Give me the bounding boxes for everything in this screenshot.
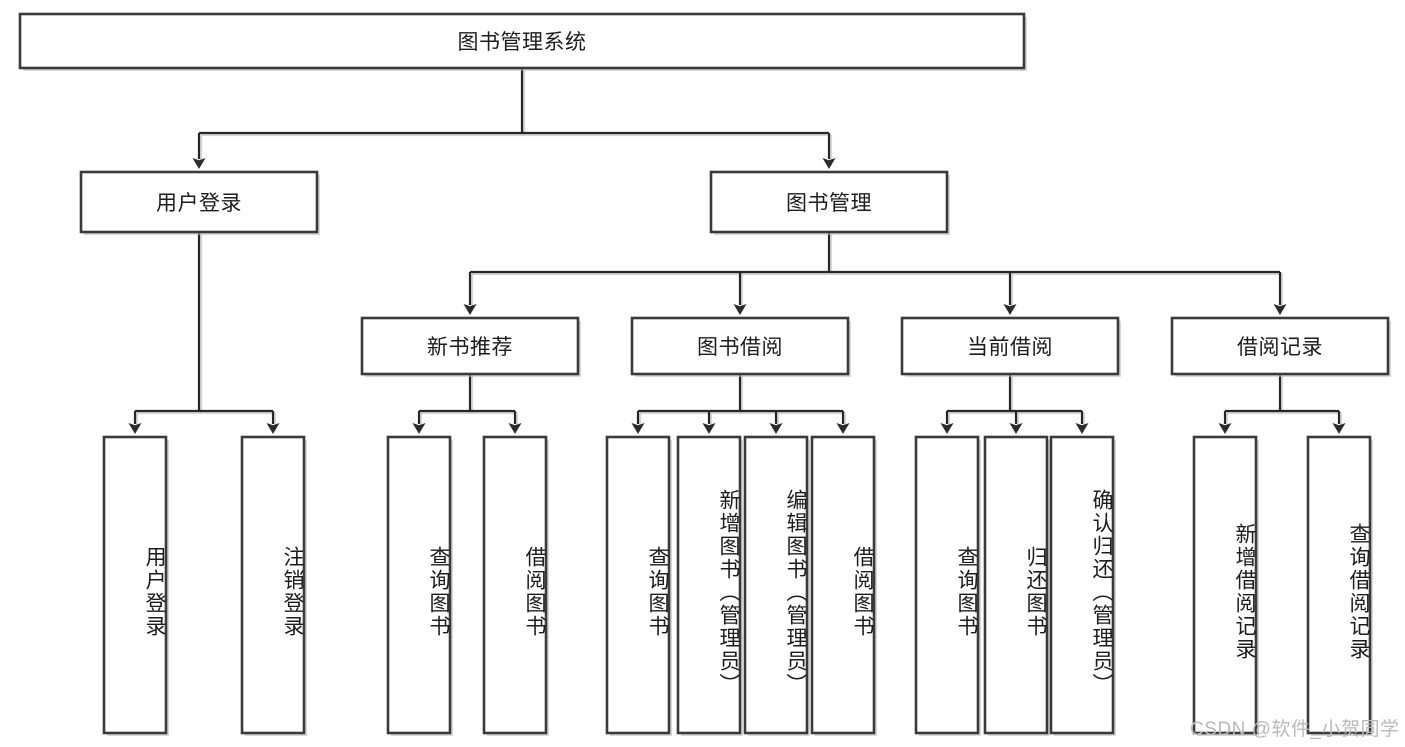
node-box-leaf-user-logout[interactable]	[240, 435, 306, 735]
node-box-leaf-edit-book-admin[interactable]	[743, 435, 809, 735]
node-box-leaf-confirm-return-admin[interactable]	[1049, 435, 1115, 735]
node-box-leaf-user-login[interactable]	[102, 435, 168, 735]
node-box-leaf-query-borrow-record[interactable]	[1306, 435, 1372, 735]
node-box-leaf-add-book-admin[interactable]	[676, 435, 742, 735]
node-box-new-book-recommend[interactable]	[360, 316, 580, 376]
node-box-leaf-add-borrow-record[interactable]	[1192, 435, 1258, 735]
node-box-leaf-query-book[interactable]	[605, 435, 671, 735]
node-box-root[interactable]	[18, 12, 1026, 70]
edge-layer	[128, 68, 1346, 434]
node-box-book-borrow[interactable]	[630, 316, 850, 376]
node-box-borrow-record[interactable]	[1170, 316, 1390, 376]
node-box-leaf-return-book[interactable]	[983, 435, 1049, 735]
node-box-book-manage[interactable]	[709, 170, 949, 234]
node-box-leaf-borrow-book[interactable]	[810, 435, 876, 735]
node-box-leaf-query-book-current[interactable]	[914, 435, 980, 735]
node-box-user-login[interactable]	[79, 170, 319, 234]
box-layer	[18, 12, 1391, 736]
node-box-leaf-query-book-recommend[interactable]	[386, 435, 452, 735]
node-box-current-borrow[interactable]	[900, 316, 1120, 376]
node-box-leaf-borrow-book-recommend[interactable]	[482, 435, 548, 735]
